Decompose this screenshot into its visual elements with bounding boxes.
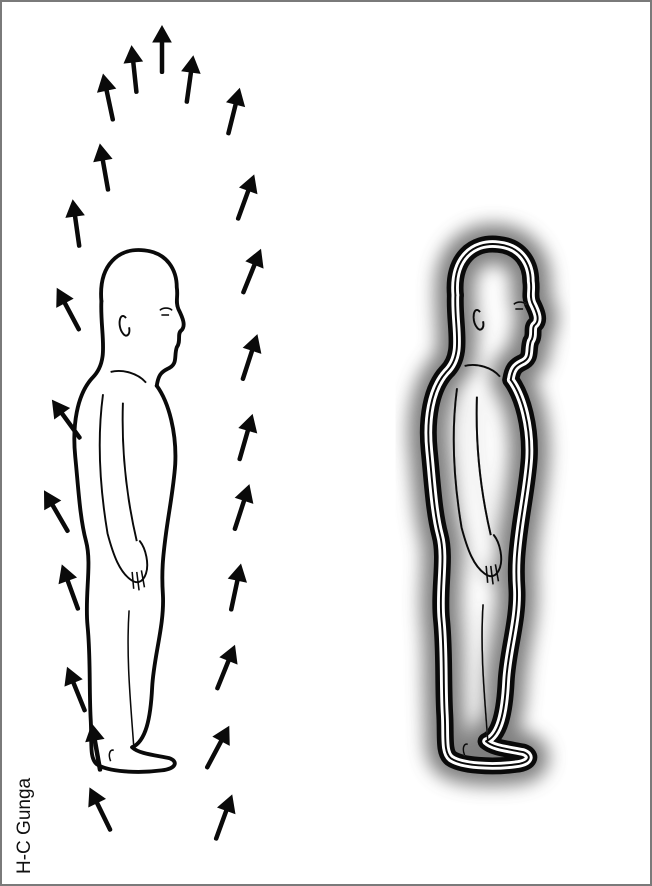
left-panel (37, 26, 269, 842)
airflow-arrows (37, 26, 269, 842)
human-figure-left (74, 250, 183, 772)
image-credit: H-C Gunga (14, 778, 36, 874)
right-panel (428, 244, 537, 766)
